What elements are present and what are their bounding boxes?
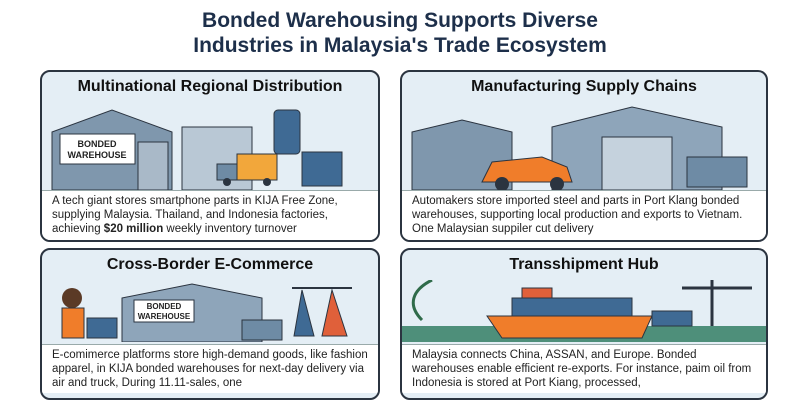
page-title: Bonded Warehousing Supports Diverse Indu…: [0, 8, 800, 58]
port-ship-illustration: [402, 278, 766, 342]
card-description: Malaysia connects China, ASSAN, and Euro…: [402, 344, 766, 393]
card-description: E-comimerce platforms store high-demand …: [42, 344, 378, 393]
card-manufacturing-supply-chains: Manufacturing Supply Chains Automakers s…: [400, 70, 768, 242]
card-transshipment-hub: Transshipment Hub Malaysia connects Chin…: [400, 248, 768, 400]
svg-text:BONDED: BONDED: [77, 139, 117, 149]
card-description: A tech giant stores smartphone parts in …: [42, 190, 378, 240]
title-line-2: Industries in Malaysia's Trade Ecosystem: [193, 34, 607, 57]
svg-text:WAREHOUSE: WAREHOUSE: [67, 150, 126, 160]
card-heading: Cross-Border E-Commerce: [106, 256, 314, 273]
card-heading: Transshipment Hub: [509, 256, 659, 273]
highlight-figure: $20 million: [103, 223, 164, 235]
factory-car-illustration: [402, 102, 766, 191]
title-line-1: Bonded Warehousing Supports Diverse: [202, 9, 598, 32]
svg-text:BONDED: BONDED: [147, 302, 182, 311]
card-description: Automakers store imported steel and part…: [402, 190, 766, 240]
ecommerce-illustration: BONDED WAREHOUSE: [42, 280, 378, 343]
description-text: weekly inventory turnover: [163, 223, 297, 235]
description-text: A tech giant stores smartphone parts in …: [52, 195, 338, 235]
svg-text:WAREHOUSE: WAREHOUSE: [138, 312, 191, 321]
card-cross-border-ecommerce: Cross-Border E-Commerce BONDED WAREHOUSE…: [40, 248, 380, 400]
card-heading: Multinational Regional Distribution: [77, 78, 343, 95]
warehouse-illustration: BONDED WAREHOUSE: [42, 102, 378, 191]
card-multinational-distribution: Multinational Regional Distribution BOND…: [40, 70, 380, 242]
card-heading: Manufacturing Supply Chains: [471, 78, 697, 95]
